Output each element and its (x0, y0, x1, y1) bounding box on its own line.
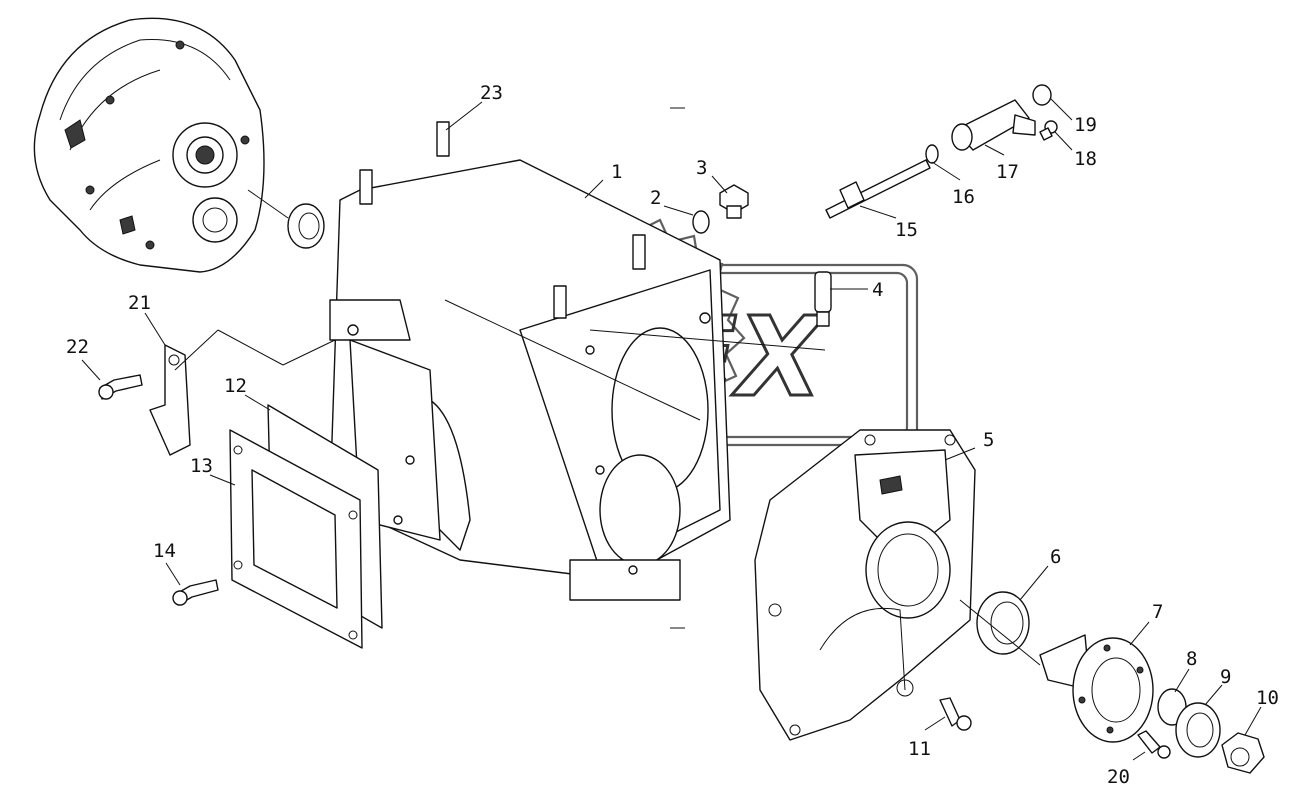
callout-6: 6 (1050, 546, 1061, 568)
bushing (1032, 84, 1052, 106)
flange-nut (1221, 732, 1265, 774)
clutch-housing (33, 17, 265, 273)
bracket (149, 344, 191, 456)
callout-23: 23 (480, 82, 503, 104)
pto-cover-plate (229, 429, 363, 649)
callout-8: 8 (1186, 648, 1197, 670)
callout-22: 22 (66, 336, 89, 358)
bolt (1039, 120, 1058, 141)
oil-seal (976, 591, 1030, 655)
o-ring (925, 144, 939, 164)
callout-17: 17 (996, 161, 1019, 183)
callout-19: 19 (1074, 114, 1097, 136)
speedometer-housing (951, 99, 1036, 151)
bolt (939, 697, 972, 731)
callout-10: 10 (1256, 687, 1279, 709)
callout-16: 16 (952, 186, 975, 208)
o-ring (692, 210, 710, 234)
drain-plug (719, 184, 749, 219)
leader-lines (81, 97, 1262, 761)
stud-bolt (359, 121, 646, 319)
callout-15: 15 (895, 219, 918, 241)
gearbox-case (329, 159, 731, 601)
callout-13: 13 (190, 455, 213, 477)
bolt (98, 374, 143, 400)
callout-3: 3 (696, 157, 707, 179)
rear-cover (754, 429, 976, 741)
callout-21: 21 (128, 292, 151, 314)
callout-18: 18 (1074, 148, 1097, 170)
callout-1: 1 (611, 161, 622, 183)
callout-12: 12 (224, 375, 247, 397)
output-flange (1039, 634, 1154, 743)
callout-11: 11 (908, 738, 931, 760)
callout-14: 14 (153, 540, 176, 562)
bolt (1137, 730, 1171, 759)
sensor-plug (814, 271, 832, 327)
speedometer-shaft (825, 159, 931, 219)
callout-7: 7 (1152, 601, 1163, 623)
callout-5: 5 (983, 429, 994, 451)
callout-20: 20 (1107, 766, 1130, 788)
bolt (172, 579, 219, 606)
callout-9: 9 (1220, 666, 1231, 688)
callout-4: 4 (872, 279, 883, 301)
washer (1175, 702, 1221, 758)
seal-ring (287, 203, 325, 249)
callout-2: 2 (650, 187, 661, 209)
